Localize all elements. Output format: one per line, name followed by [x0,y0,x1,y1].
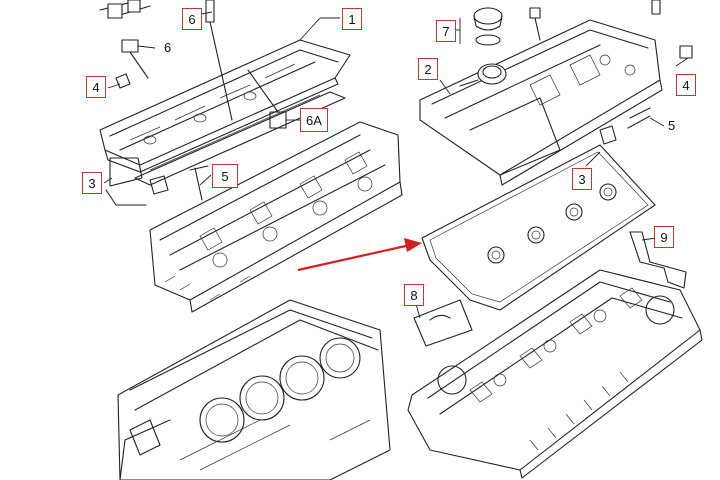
callout-5-left: 5 [212,164,238,188]
callout-7: 7 [436,20,456,42]
bearing-cap [413,299,473,347]
callout-3-left: 3 [82,172,102,194]
callout-3-right: 3 [572,168,592,190]
callout-8: 8 [404,284,424,306]
right-cylinder-head [407,269,703,479]
callout-4-right: 4 [676,74,696,96]
right-bracket [629,231,687,289]
label-6-mid: 6 [164,40,172,55]
label-5-right: 5 [668,118,676,133]
left-cylinder-head [149,121,403,313]
oil-filler-cap [473,7,503,46]
callout-9: 9 [654,226,674,248]
left-small-parts [105,157,169,206]
right-cover-gasket [421,144,656,311]
pointer-arrow [297,238,422,272]
left-cover-gasket [134,91,346,186]
right-valve-cover [419,19,663,186]
callout-4-left: 4 [86,76,106,98]
callout-2: 2 [418,58,438,80]
callout-6-top: 6 [182,8,202,30]
engine-block [117,299,391,480]
left-valve-cover [99,0,351,173]
callout-6A: 6A [300,108,328,132]
callout-1: 1 [342,8,362,30]
right-bolts [529,0,693,145]
